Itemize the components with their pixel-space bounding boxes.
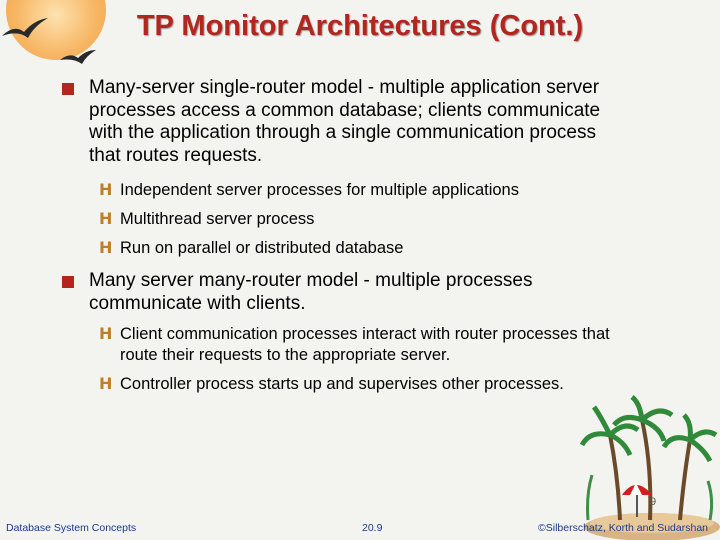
sub-bullet-text: Independent server processes for multipl… <box>120 181 519 199</box>
bullet-text: Many server many-router model - multiple… <box>89 270 533 314</box>
footer-left: Database System Concepts <box>6 522 137 534</box>
sub-bullet-text: Client communication processes interact … <box>120 325 610 364</box>
bullet-text: Many-server single-router model - multip… <box>89 77 601 166</box>
footer-right: ©Silberschatz, Korth and Sudarshan <box>538 522 708 534</box>
sub-bullet-icon: H <box>99 209 113 228</box>
beach-umbrella-icon <box>622 483 652 517</box>
sub-bullet-icon: H <box>99 238 113 257</box>
sub-bullet-icon: H <box>99 324 113 343</box>
footer-center: 20.9 <box>362 522 383 534</box>
sub-bullet-text: Run on parallel or distributed database <box>120 239 404 257</box>
bullet-square-icon <box>62 276 74 288</box>
page-badge: 9 <box>650 496 657 508</box>
slide-title: TP Monitor Architectures (Cont.) <box>136 10 584 42</box>
sub-bullet-icon: H <box>99 180 113 199</box>
sub-bullet-text: Controller process starts up and supervi… <box>120 375 564 393</box>
bullet-square-icon <box>62 83 74 95</box>
sub-bullet-icon: H <box>99 374 113 393</box>
seagull-icon <box>2 18 96 64</box>
palm-island-icon <box>580 395 720 540</box>
sub-bullet-text: Multithread server process <box>120 210 315 228</box>
